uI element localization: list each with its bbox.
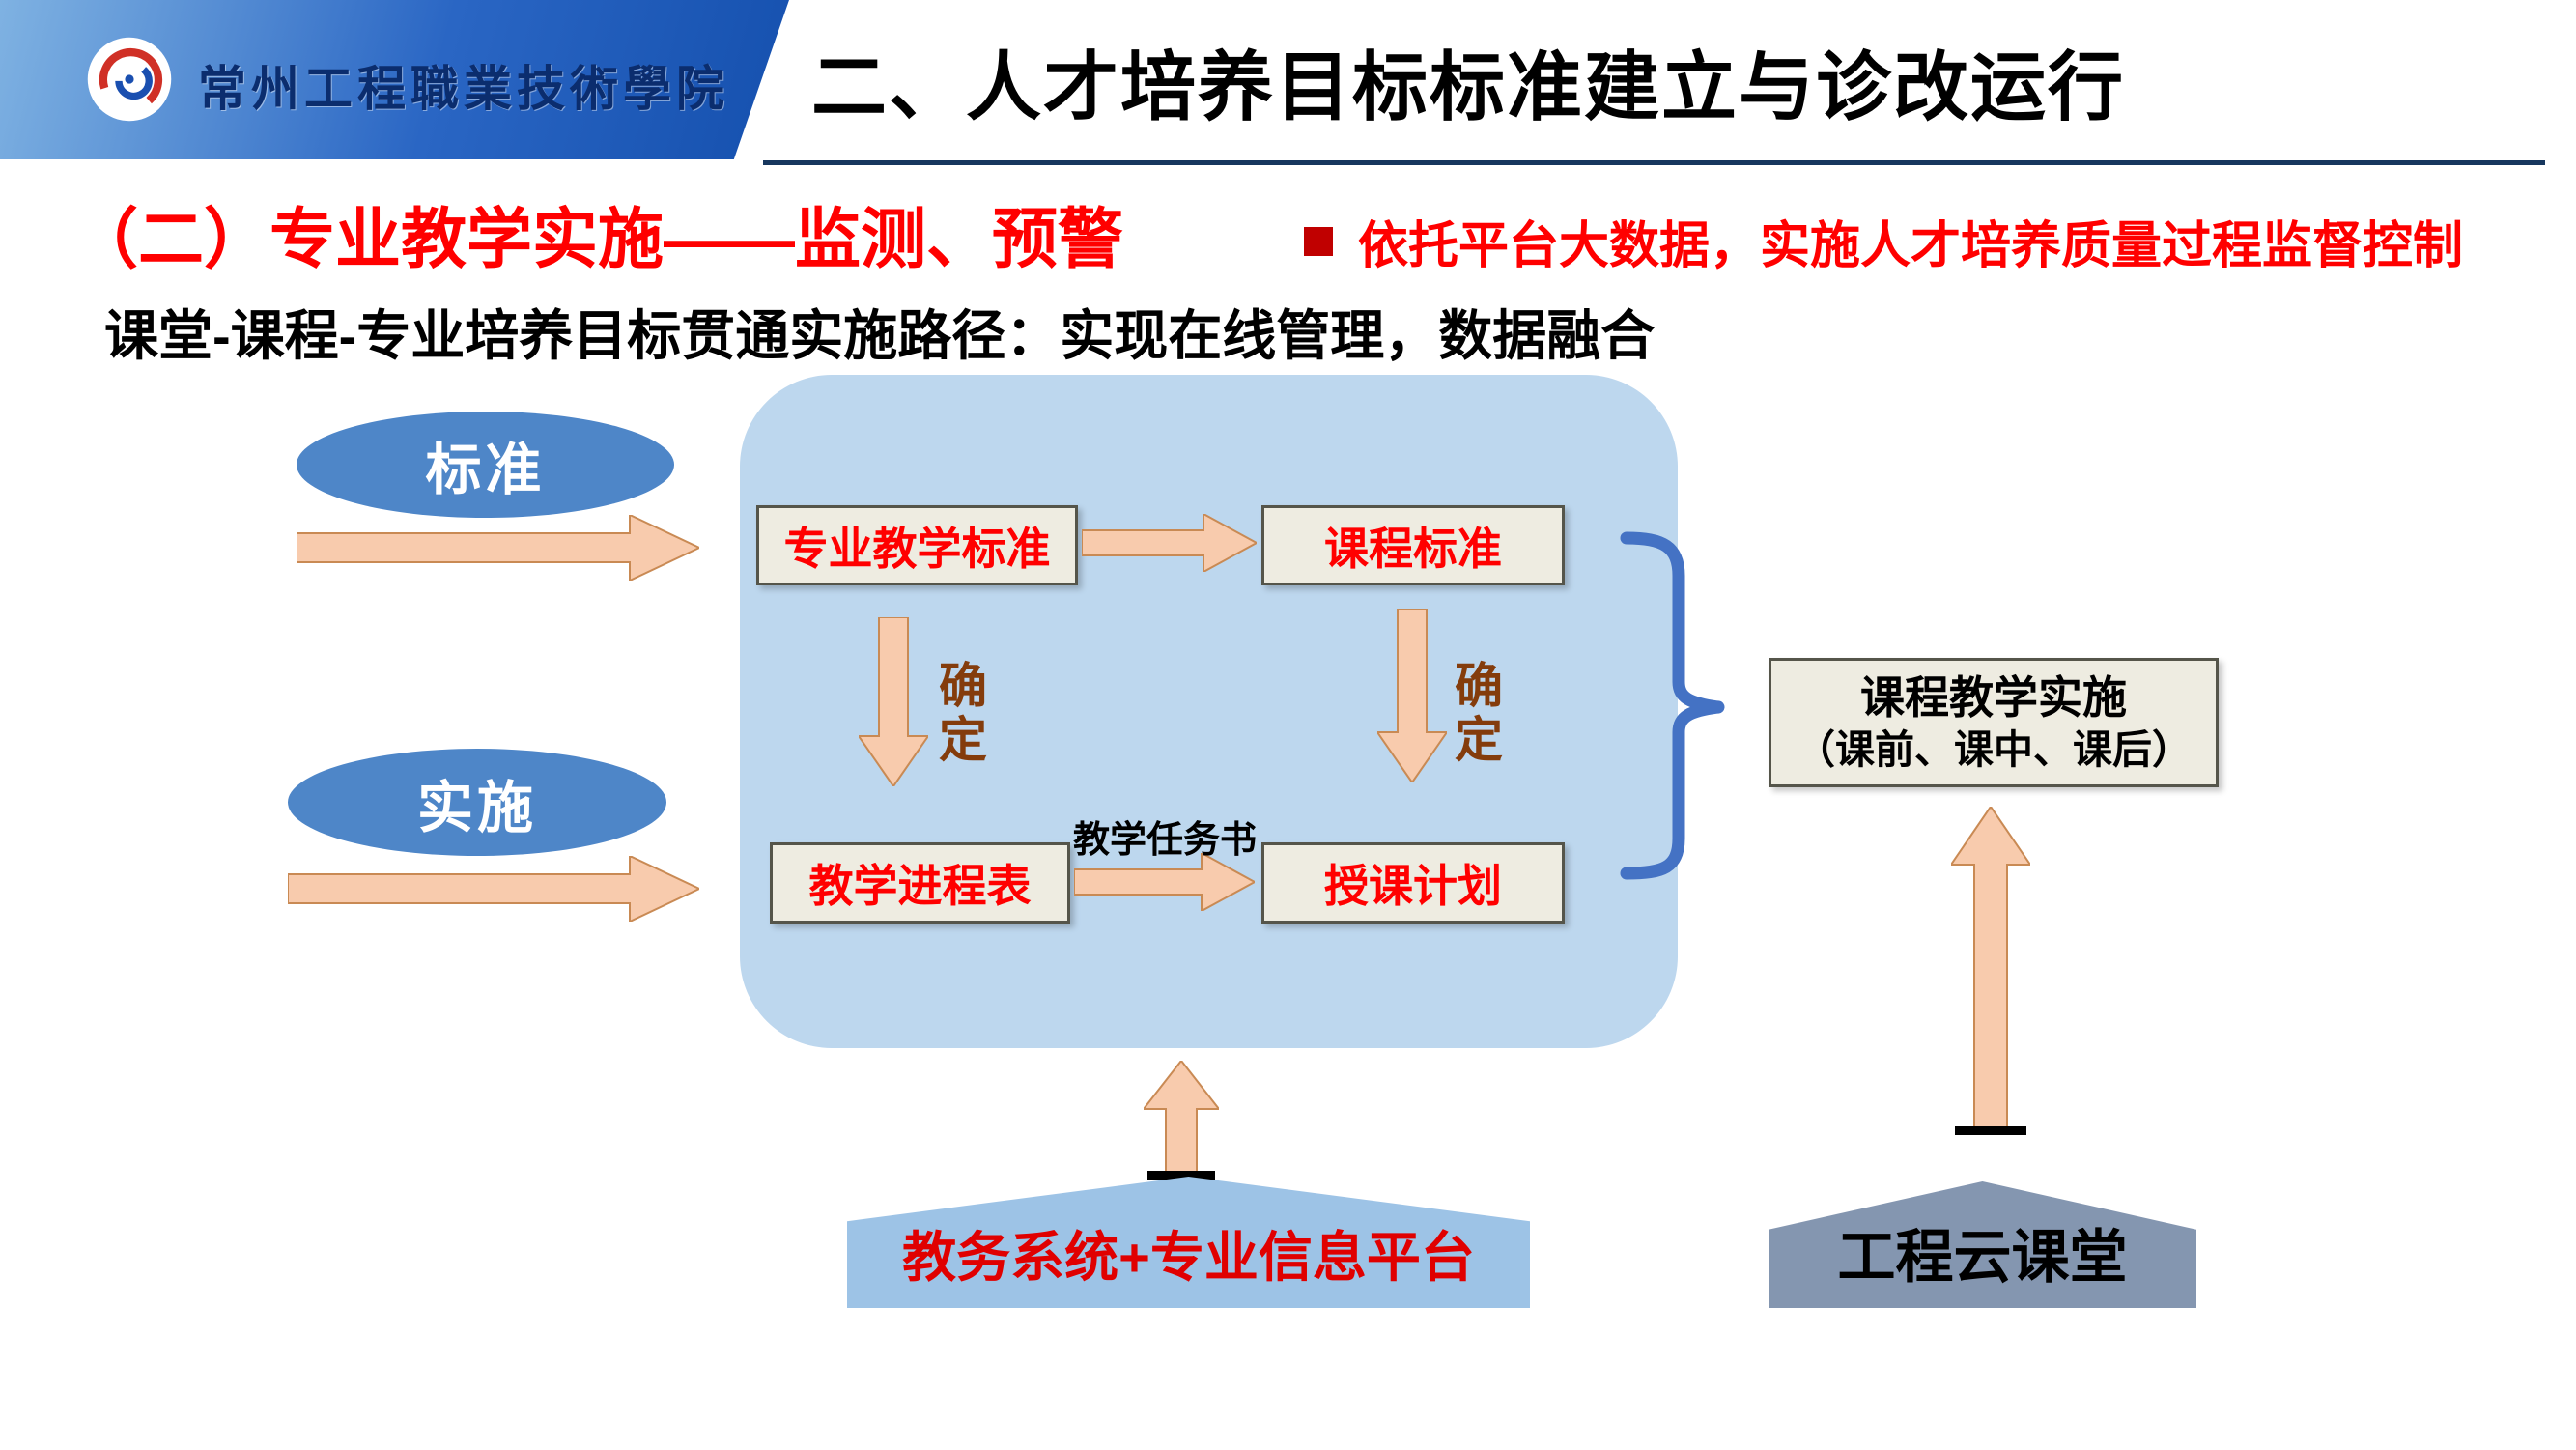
box-course-implementation: 课程教学实施 （课前、课中、课后） <box>1769 658 2219 787</box>
box-teaching-standard-label: 专业教学标准 <box>783 523 1051 574</box>
bullet-square-icon <box>1304 226 1333 256</box>
platform-arrow-base-line <box>1147 1171 1215 1180</box>
ellipse-standard: 标准 <box>297 412 674 518</box>
platform-label: 教务系统+专业信息平台 <box>902 1227 1475 1288</box>
cloud-arrow-base-line <box>1955 1126 2026 1135</box>
confirm-down-arrow-right-icon <box>1377 609 1447 782</box>
page-title: 二、人才培养目标标准建立与诊改运行 <box>811 44 2126 129</box>
ellipse-implementation-label: 实施 <box>416 774 537 840</box>
confirm-label-right: 确定 <box>1455 659 1503 767</box>
header-banner: 常州工程職業技術學院 <box>0 0 789 159</box>
course-implementation-line2: （课前、课中、课后） <box>1796 727 2192 773</box>
box-lecture-plan: 授课计划 <box>1261 842 1565 924</box>
platform-up-arrow-icon <box>1144 1061 1219 1179</box>
platform-banner: 教务系统+专业信息平台 <box>847 1177 1530 1308</box>
cloud-up-arrow-icon <box>1951 807 2030 1128</box>
ellipse-implementation: 实施 <box>288 749 666 856</box>
standard-to-course-arrow-icon <box>1082 514 1257 572</box>
brace-bracket-icon <box>1620 531 1725 880</box>
box-teaching-schedule: 教学进程表 <box>770 842 1070 924</box>
box-lecture-plan-label: 授课计划 <box>1324 861 1502 911</box>
college-logo-icon <box>85 35 174 124</box>
path-subtitle: 课堂-课程-专业培养目标贯通实施路径：实现在线管理，数据融合 <box>104 305 1656 366</box>
ellipse-standard-label: 标准 <box>425 437 546 502</box>
section-heading: （二）专业教学实施——监测、预警 <box>72 203 1124 276</box>
task-book-label: 教学任务书 <box>1072 820 1257 861</box>
bullet-row: 依托平台大数据，实施人才培养质量过程监督控制 <box>1304 205 2463 277</box>
schedule-to-plan-arrow-icon <box>1074 853 1255 911</box>
box-teaching-standard: 专业教学标准 <box>756 505 1078 585</box>
bullet-text: 依托平台大数据，实施人才培养质量过程监督控制 <box>1358 218 2464 274</box>
college-name: 常州工程職業技術學院 <box>198 60 729 117</box>
confirm-label-left: 确定 <box>939 659 987 767</box>
header-divider <box>763 160 2545 165</box>
box-teaching-schedule-label: 教学进程表 <box>808 861 1032 911</box>
course-implementation-line1: 课程教学实施 <box>1860 671 2127 723</box>
standard-right-arrow-icon <box>297 515 699 581</box>
box-course-standard: 课程标准 <box>1261 505 1565 585</box>
implementation-right-arrow-icon <box>288 856 699 922</box>
cloud-classroom-banner: 工程云课堂 <box>1769 1181 2196 1308</box>
box-course-standard-label: 课程标准 <box>1324 523 1502 574</box>
confirm-down-arrow-left-icon <box>859 617 928 786</box>
cloud-classroom-label: 工程云课堂 <box>1837 1225 2128 1290</box>
